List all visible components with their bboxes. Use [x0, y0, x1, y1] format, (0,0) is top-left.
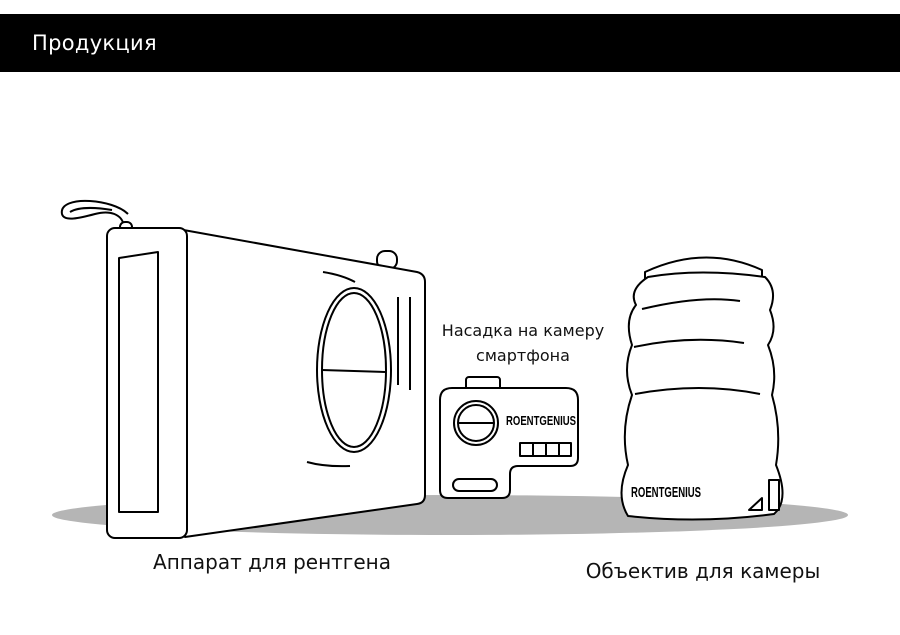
lens-body — [620, 271, 784, 521]
header-bar: Продукция — [0, 14, 900, 72]
signal-low-icon — [748, 497, 763, 511]
attachment-indicator-boxes — [519, 442, 572, 457]
page-title: Продукция — [32, 31, 157, 55]
attachment-label: Насадка на камеру смартфона — [423, 318, 623, 368]
xray-device-label: Аппарат для рентгена — [153, 550, 391, 574]
strap-icon — [60, 199, 129, 227]
attachment-slot — [452, 478, 498, 492]
attachment-brand-logo: ROENTGENIUS — [506, 413, 576, 428]
lens-brand-logo: ROENTGENIUS — [631, 484, 701, 501]
attachment-label-line1: Насадка на камеру — [441, 321, 605, 340]
front-window — [118, 251, 159, 513]
signal-bar-icon — [768, 479, 780, 511]
camera-lens-illustration — [620, 256, 784, 521]
oval-panel-outer — [316, 287, 392, 453]
attachment-label-line2: смартфона — [476, 346, 570, 365]
smartphone-attachment-illustration — [439, 376, 579, 499]
xray-device-illustration — [60, 199, 426, 539]
camera-lens-label: Объектив для камеры — [585, 559, 821, 583]
